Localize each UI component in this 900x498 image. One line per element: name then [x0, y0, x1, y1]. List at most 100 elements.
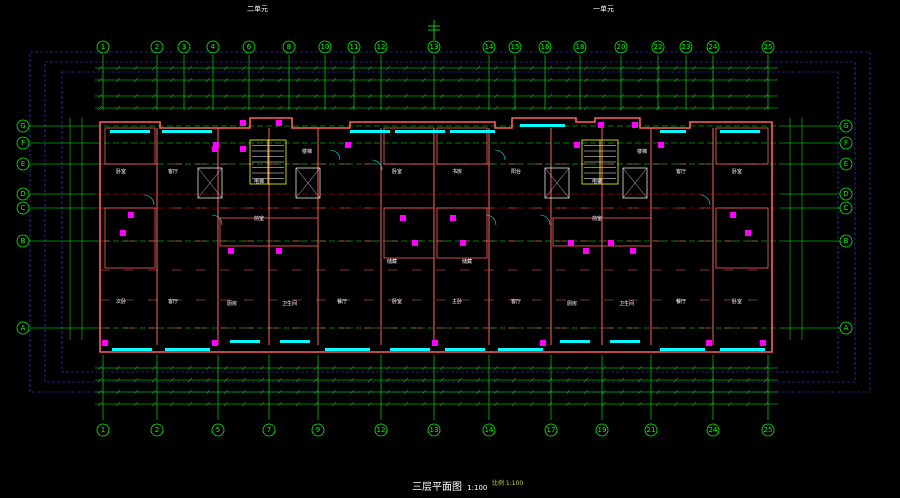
fixture	[745, 230, 751, 236]
dim-tick	[115, 93, 121, 99]
axis-bubble-top	[761, 40, 775, 54]
dim-tick	[277, 93, 283, 99]
dim-tick	[673, 401, 679, 407]
dim-tick	[709, 93, 715, 99]
dim-tick	[187, 77, 193, 83]
fixtures-and-windows	[102, 120, 766, 351]
dim-tick	[277, 401, 283, 407]
drawing-title-text: 三层平面图	[412, 482, 462, 493]
dim-tick	[745, 377, 751, 383]
room-partition	[436, 207, 488, 259]
axis-label-top: 24	[708, 43, 718, 51]
axis-bubble-right	[839, 157, 853, 171]
axis-bubble-bottom	[544, 423, 558, 437]
fixture	[412, 240, 418, 246]
dim-tick	[637, 365, 643, 371]
axis-label-top: 14	[484, 43, 494, 51]
fixture	[540, 340, 546, 346]
axis-bubble-top	[96, 40, 110, 54]
dim-tick	[691, 105, 697, 111]
elevator-shaft	[544, 167, 570, 199]
dim-tick	[763, 65, 769, 71]
dim-tick	[421, 105, 427, 111]
dim-tick	[619, 93, 625, 99]
dim-tick	[187, 93, 193, 99]
dim-tick	[133, 365, 139, 371]
dim-tick	[115, 105, 121, 111]
dim-tick	[367, 77, 373, 83]
window-bottom	[230, 340, 260, 343]
dim-tick	[277, 377, 283, 383]
dim-tick	[673, 65, 679, 71]
wall-outlines	[99, 117, 773, 353]
dim-tick	[727, 65, 733, 71]
dim-tick	[331, 389, 337, 395]
axis-bubble-bottom	[595, 423, 609, 437]
elevator-cross	[295, 167, 321, 199]
dim-tick	[205, 377, 211, 383]
dim-tick	[115, 65, 121, 71]
dim-tick	[277, 365, 283, 371]
room-label: 电梯	[254, 179, 265, 185]
dim-tick	[313, 389, 319, 395]
dim-tick	[601, 365, 607, 371]
elevator-cross	[197, 167, 223, 199]
dim-tick	[583, 105, 589, 111]
room-label: 卧室	[732, 169, 743, 175]
dim-tick	[673, 77, 679, 83]
dim-tick	[673, 93, 679, 99]
dim-tick	[367, 365, 373, 371]
fixture	[212, 146, 218, 152]
door-swing	[485, 214, 497, 226]
axis-bubble-right	[839, 234, 853, 248]
dim-tick	[727, 365, 733, 371]
room-label: 厨房	[567, 301, 578, 307]
axis-label-right: E	[843, 160, 849, 168]
dim-tick	[601, 401, 607, 407]
fixture	[598, 122, 604, 128]
dim-tick	[367, 105, 373, 111]
axis-label-right: B	[843, 237, 849, 245]
dim-tick	[223, 65, 229, 71]
axis-bubble-bottom	[644, 423, 658, 437]
dim-tick	[349, 77, 355, 83]
dim-tick	[691, 401, 697, 407]
dim-tick	[295, 105, 301, 111]
window-bottom	[112, 348, 152, 351]
room-label: 卫生间	[619, 301, 635, 307]
dim-tick	[169, 365, 175, 371]
dim-tick	[709, 377, 715, 383]
axis-label-bottom: 9	[315, 426, 321, 434]
dim-tick	[439, 389, 445, 395]
axis-label-top: 22	[653, 43, 663, 51]
dim-tick	[97, 401, 103, 407]
dim-tick	[745, 105, 751, 111]
dim-tick	[349, 401, 355, 407]
axis-bubble-top	[347, 40, 361, 54]
window-bottom	[498, 348, 543, 351]
dim-tick	[277, 105, 283, 111]
dim-tick	[367, 389, 373, 395]
room-label: 卧室	[732, 299, 743, 305]
axis-label-top: 12	[376, 43, 386, 51]
dim-tick	[493, 401, 499, 407]
axis-label-top: 16	[540, 43, 550, 51]
fixture	[730, 212, 736, 218]
dim-tick	[565, 401, 571, 407]
axis-bubble-top	[374, 40, 388, 54]
dim-tick	[295, 365, 301, 371]
scale-note: 比例 1:100	[492, 480, 524, 487]
dim-tick	[349, 93, 355, 99]
dim-tick	[673, 365, 679, 371]
room-partition	[715, 127, 769, 165]
dim-tick	[403, 389, 409, 395]
dim-tick	[223, 105, 229, 111]
dim-tick	[763, 401, 769, 407]
axis-label-left: A	[20, 324, 26, 332]
dim-tick	[529, 105, 535, 111]
dim-tick	[169, 401, 175, 407]
axis-label-bottom: 25	[763, 426, 773, 434]
room-label: 阳台	[511, 169, 522, 175]
dim-tick	[691, 365, 697, 371]
